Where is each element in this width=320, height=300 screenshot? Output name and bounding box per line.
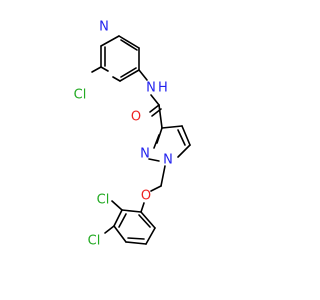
bond — [177, 129, 186, 146]
bond — [118, 35, 140, 49]
atom-ether-o: O — [141, 189, 151, 204]
bond — [120, 67, 137, 78]
atom-pyridine-n: N — [99, 20, 109, 35]
bond — [119, 69, 140, 82]
bond — [148, 158, 160, 162]
bond — [149, 104, 160, 113]
atom-pyrazole-n2: N — [140, 147, 150, 162]
bond — [138, 69, 148, 81]
bond — [113, 209, 123, 227]
atom-labels: N Cl N H O N N O Cl Cl — [74, 20, 173, 249]
atom-amide-n: N — [146, 81, 156, 96]
bond — [113, 225, 127, 243]
bond — [177, 144, 191, 158]
bond — [138, 214, 151, 228]
molecule-structure: N Cl N H O N N O Cl Cl — [74, 20, 191, 249]
bond — [112, 76, 121, 82]
atom-pyridine-cl: Cl — [74, 88, 87, 103]
bond — [153, 134, 160, 149]
bond — [100, 35, 120, 47]
bond — [121, 209, 142, 213]
bond — [104, 225, 115, 234]
bond — [118, 213, 127, 228]
bond — [127, 237, 145, 240]
bond — [160, 165, 166, 187]
atom-pyrazole-n1: N — [163, 153, 173, 168]
bond — [181, 125, 191, 146]
bond — [120, 39, 138, 51]
atom-carbonyl-o: O — [131, 110, 141, 125]
bond — [140, 211, 156, 229]
bond — [150, 94, 160, 106]
bonds — [91, 35, 191, 245]
bond — [140, 202, 145, 213]
bond — [100, 66, 109, 72]
bond — [145, 227, 156, 245]
bond — [150, 185, 162, 192]
atom-phenyl-cl-3: Cl — [88, 234, 101, 249]
bond — [161, 125, 183, 129]
bond — [158, 104, 163, 129]
bond — [111, 200, 123, 211]
atom-amide-h: H — [158, 81, 168, 96]
atom-phenyl-cl-2: Cl — [97, 193, 110, 208]
bond — [125, 241, 147, 245]
bond — [91, 66, 102, 73]
